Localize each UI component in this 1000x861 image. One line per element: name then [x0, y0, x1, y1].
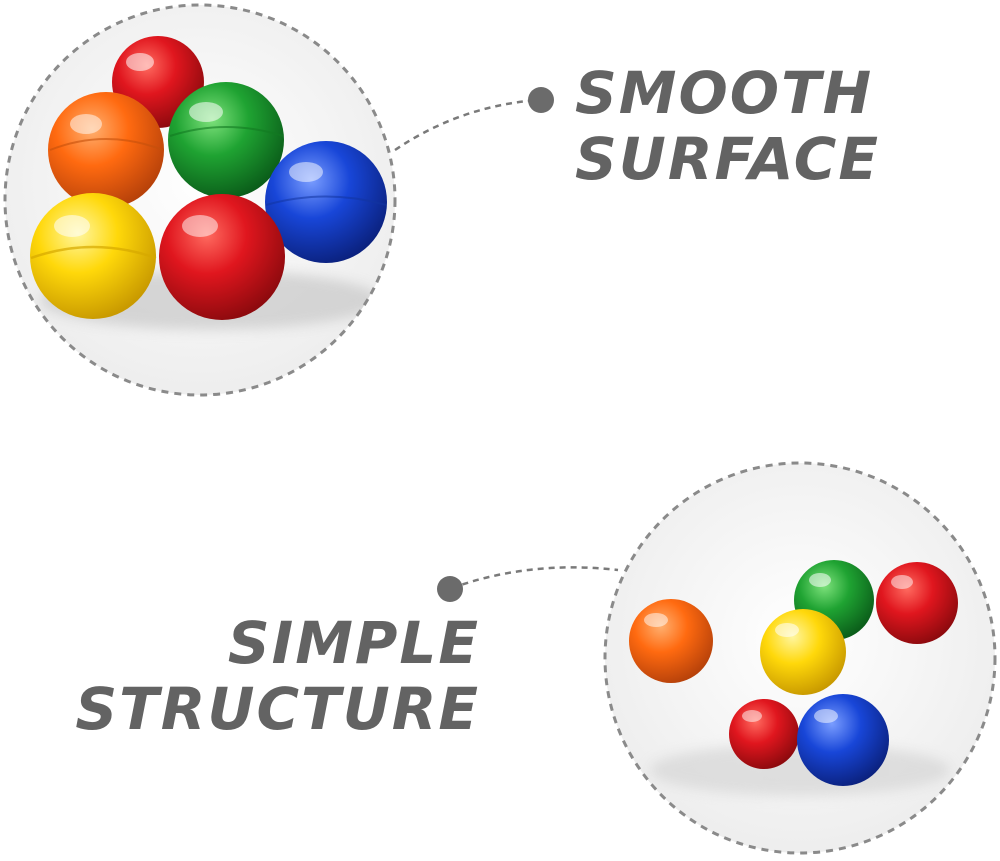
connector-line-bottom	[451, 566, 619, 590]
ball-blue	[797, 694, 889, 786]
ball-blue	[265, 141, 387, 263]
ball-orange	[629, 599, 713, 683]
caption-simple-structure: SIMPLE STRUCTURE	[60, 610, 480, 742]
caption-line: SIMPLE	[227, 609, 480, 677]
ball-red	[876, 562, 958, 644]
ball-yellow	[30, 193, 157, 319]
connector-dot-bottom	[437, 576, 463, 602]
ball-yellow	[760, 609, 846, 695]
ball-red-small	[729, 699, 799, 769]
caption-line: SMOOTH	[575, 59, 874, 127]
connector-dot-top	[528, 87, 554, 113]
caption-smooth-surface: SMOOTH SURFACE	[575, 60, 975, 192]
connector-line-top	[394, 98, 539, 152]
ball-red-large	[159, 194, 285, 320]
caption-line: STRUCTURE	[75, 675, 480, 743]
ball-orange	[48, 92, 164, 208]
ball-green	[168, 82, 284, 198]
caption-line: SURFACE	[575, 125, 880, 193]
dashed-circle-outline	[3, 3, 397, 397]
dashed-circle-outline	[603, 461, 997, 855]
closeup-circle-simple	[603, 461, 997, 855]
closeup-circle-smooth	[3, 3, 397, 397]
